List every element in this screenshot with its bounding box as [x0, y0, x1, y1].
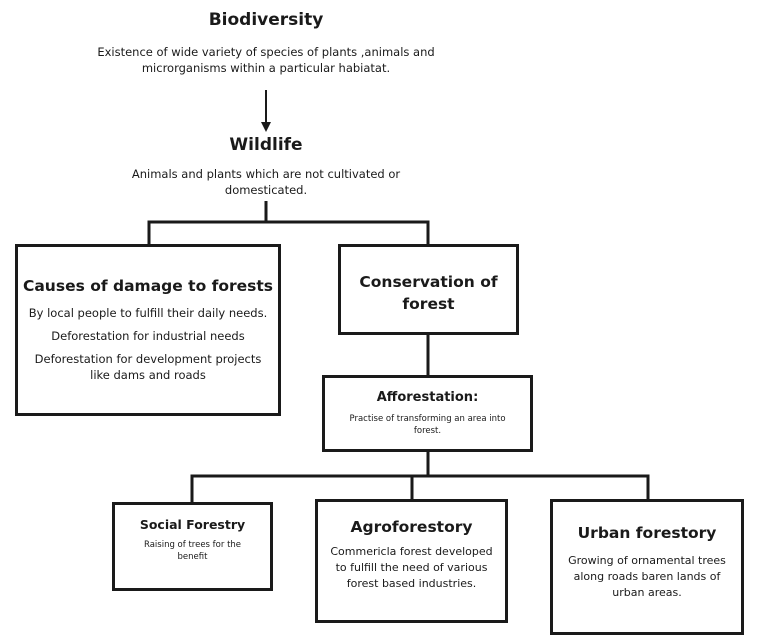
agroforestory-description-line3: forest based industries.	[346, 577, 477, 590]
agroforestory-description-line2: to fulfill the need of various	[335, 561, 488, 574]
biodiversity-description-line1: Existence of wide variety of species of …	[97, 45, 435, 59]
agroforestory-description-line1: Commericla forest developed	[330, 545, 493, 558]
conservation-box: Conservation of forest	[338, 244, 519, 335]
arrow-head	[261, 122, 271, 132]
wildlife-title: Wildlife	[229, 135, 303, 155]
causes-point-1: By local people to fulfill their daily n…	[28, 306, 268, 320]
wildlife-description-line2: domesticated.	[224, 183, 308, 197]
urban-forestory-description-line3: urban areas.	[612, 586, 682, 599]
agroforestory-title: Agroforestory	[350, 518, 473, 536]
social-forestry-description-line2: benefit	[177, 552, 208, 562]
causes-title: Causes of damage to forests	[22, 277, 274, 295]
afforestation-box: Afforestation: Practise of transforming …	[322, 375, 533, 452]
causes-point-3-line2: like dams and roads	[90, 368, 206, 382]
afforestation-description-line2: forest.	[413, 426, 442, 436]
conservation-title-line1: Conservation of	[359, 273, 498, 291]
social-forestry-description-line1: Raising of trees for the	[143, 540, 242, 550]
agroforestory-box: Agroforestory Commericla forest develope…	[315, 499, 508, 623]
biodiversity-description-line2: microrganisms within a particular habiat…	[141, 61, 391, 75]
urban-forestory-description-line2: along roads baren lands of	[573, 570, 721, 583]
urban-forestory-title: Urban forestory	[577, 524, 717, 542]
causes-point-3-line1: Deforestation for development projects	[34, 352, 262, 366]
urban-forestory-box: Urban forestory Growing of ornamental tr…	[550, 499, 744, 635]
biodiversity-title: Biodiversity	[208, 10, 324, 30]
conservation-title-line2: forest	[402, 295, 455, 313]
afforestation-description-line1: Practise of transforming an area into	[349, 414, 506, 424]
afforestation-title: Afforestation:	[376, 390, 479, 405]
causes-box: Causes of damage to forests By local peo…	[15, 244, 281, 416]
social-forestry-title: Social Forestry	[139, 517, 246, 532]
urban-forestory-description-line1: Growing of ornamental trees	[568, 554, 726, 567]
social-forestry-box: Social Forestry Raising of trees for the…	[112, 502, 273, 591]
causes-point-2: Deforestation for industrial needs	[51, 329, 245, 343]
wildlife-description-line1: Animals and plants which are not cultiva…	[131, 167, 401, 181]
